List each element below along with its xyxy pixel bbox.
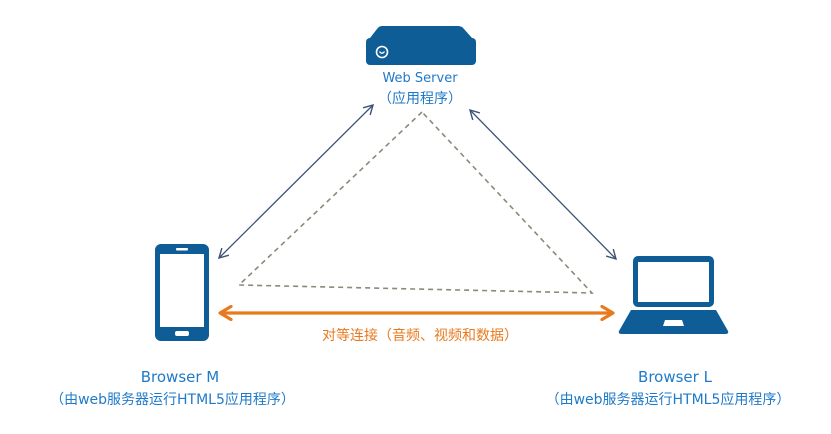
server-title: Web Server: [382, 71, 458, 86]
signal-arrow-server-m: [217, 103, 375, 260]
signal-arrow-server-l: [468, 108, 618, 261]
smartphone-icon: [155, 244, 209, 341]
browser-l-title: Browser L: [638, 368, 712, 386]
peer-connection-label: 对等连接（音频、视频和数据）: [322, 328, 518, 344]
browser-m-title: Browser M: [140, 368, 220, 386]
browser-l-subtitle: （由web服务器运行HTML5应用程序）: [545, 392, 791, 408]
browser-m-subtitle: （由web服务器运行HTML5应用程序）: [50, 392, 295, 408]
server-subtitle: （应用程序）: [378, 91, 462, 107]
data-path-dashed-triangle: [237, 110, 594, 294]
laptop-icon: [618, 256, 729, 334]
server-icon: [366, 26, 476, 65]
